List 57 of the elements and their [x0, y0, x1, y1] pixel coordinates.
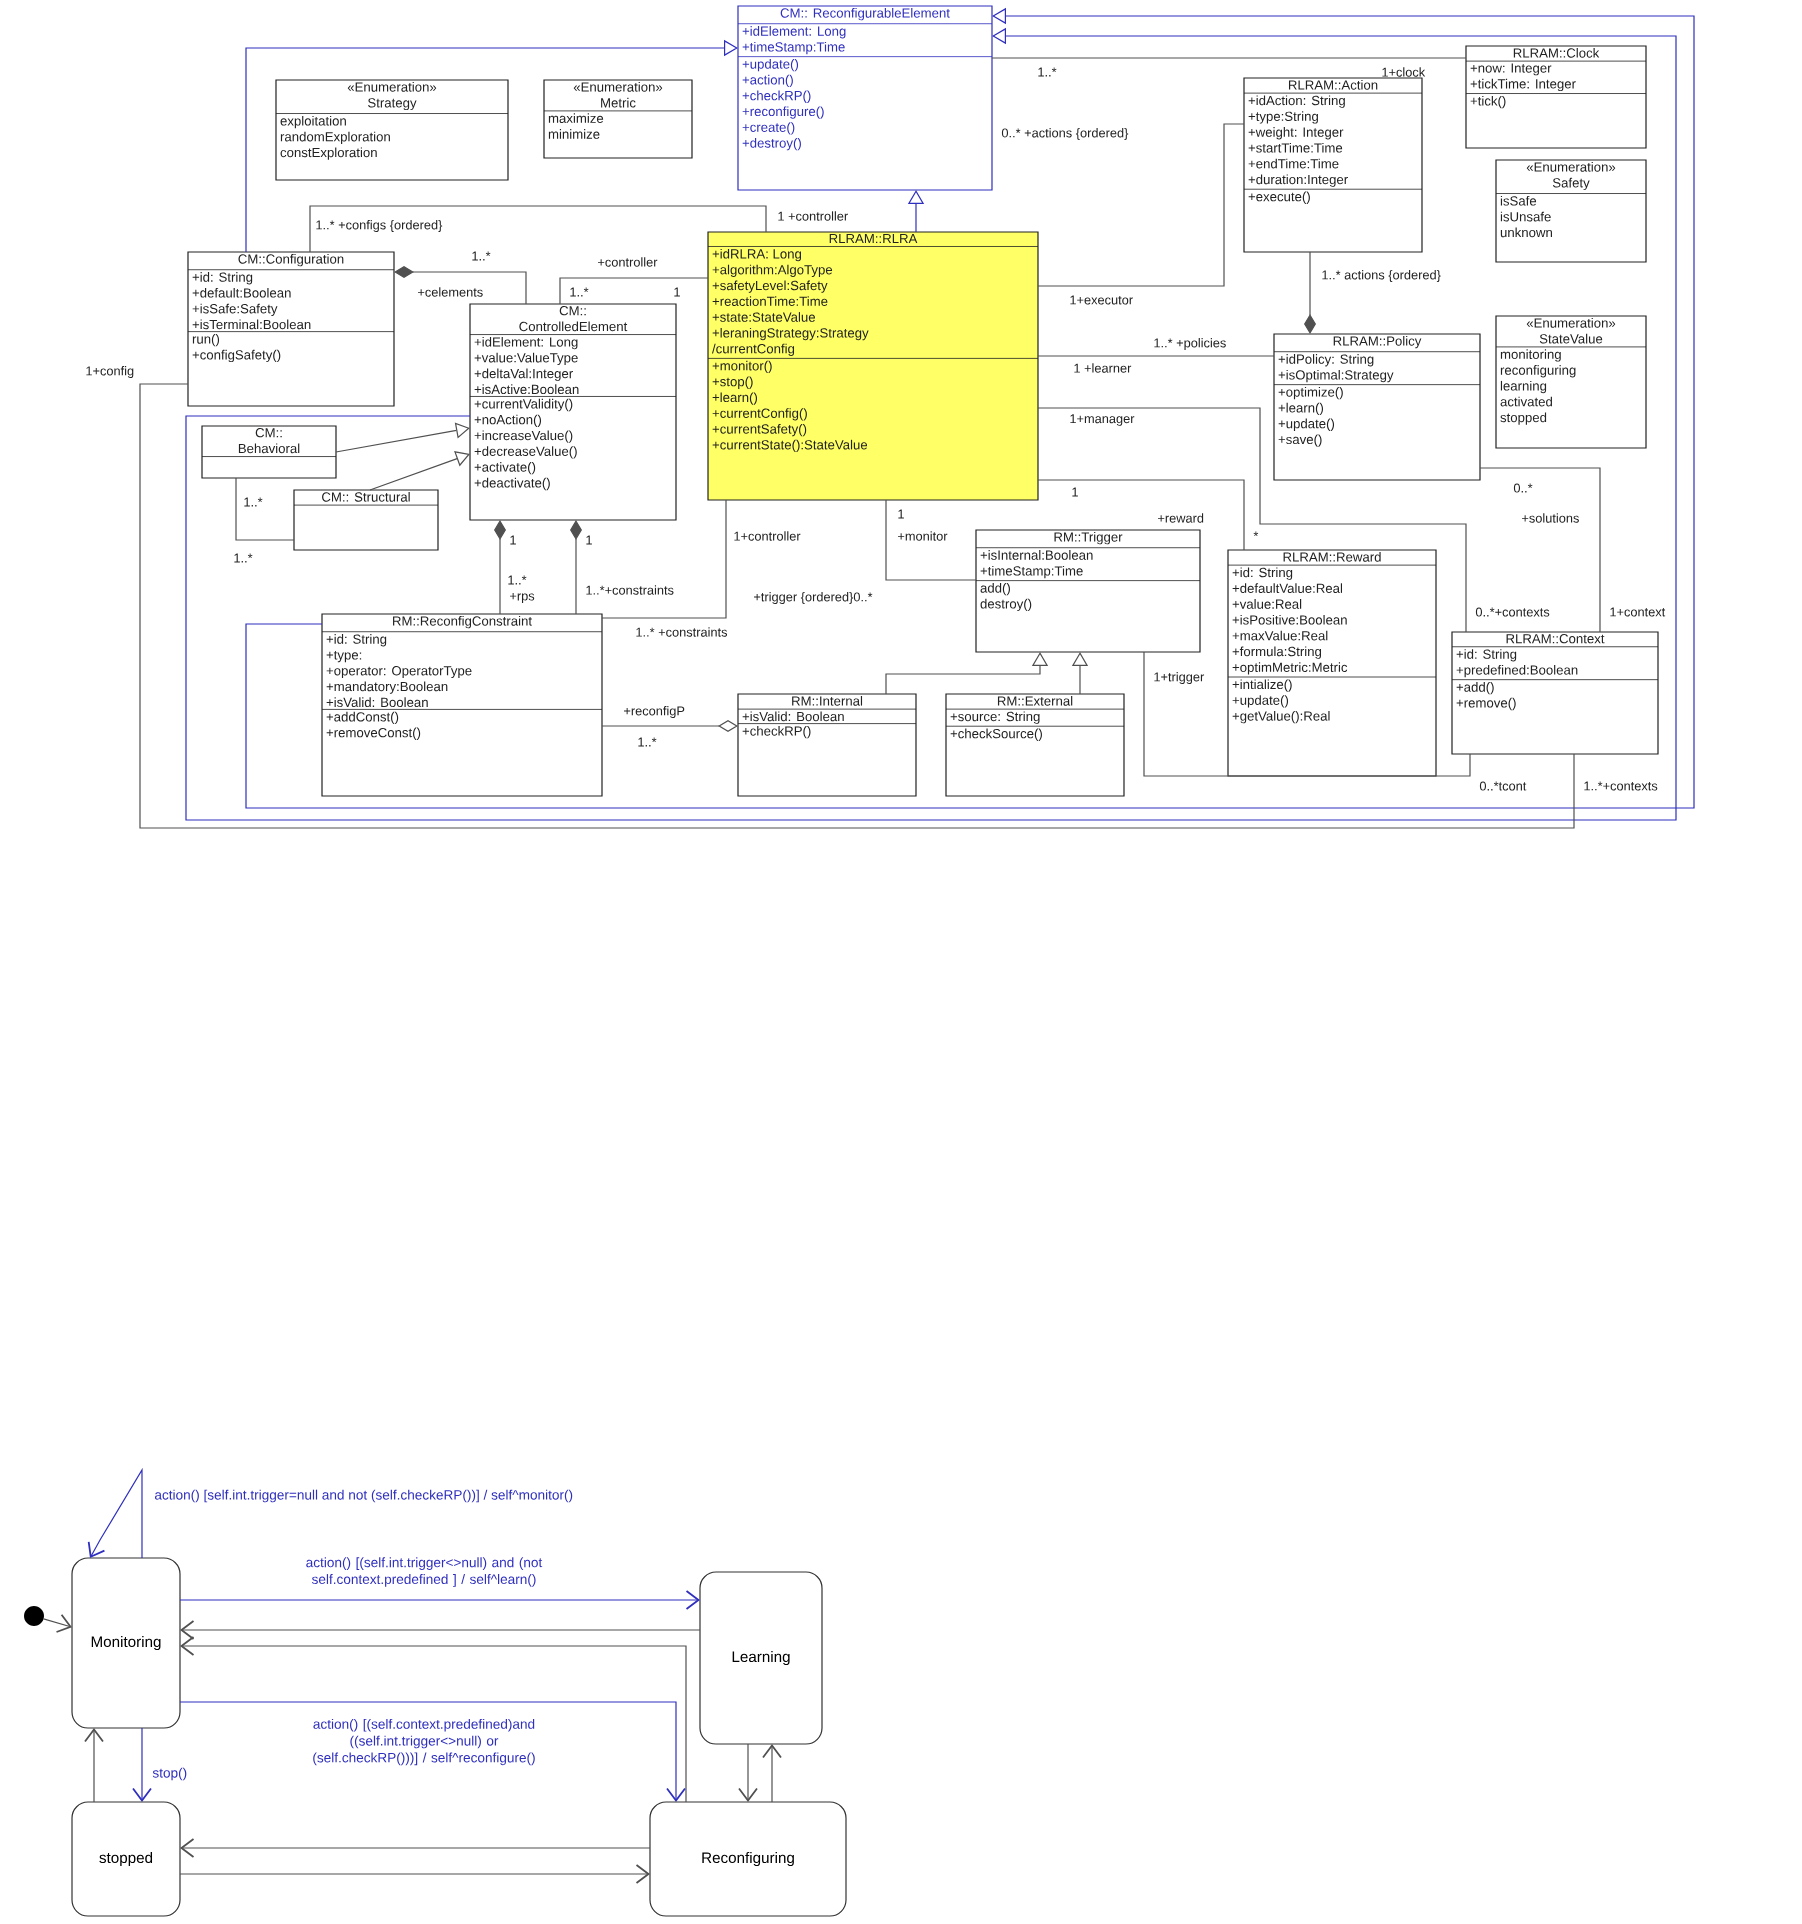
transition-arrow — [43, 1613, 72, 1633]
transition-arrow — [180, 1636, 687, 1803]
association-line — [1143, 651, 1471, 777]
class-box — [737, 693, 917, 797]
composition-line — [570, 520, 582, 615]
class-box — [1495, 315, 1647, 449]
state-box — [699, 1571, 823, 1745]
generalization-arrow — [245, 39, 738, 253]
state-box — [71, 1557, 181, 1729]
class-box — [1495, 159, 1647, 263]
association-line — [1479, 467, 1601, 633]
class-box — [1451, 631, 1659, 755]
transition-arrow — [179, 1590, 700, 1610]
class-box — [1273, 333, 1481, 481]
class-box — [187, 251, 395, 407]
composition-line — [494, 520, 506, 615]
transition-arrow — [738, 1743, 758, 1802]
composition-line — [1304, 251, 1316, 334]
association-line — [991, 57, 1467, 59]
class-box — [1227, 549, 1437, 777]
composition-line — [394, 266, 527, 305]
association-line — [309, 205, 767, 253]
class-box — [975, 529, 1201, 653]
transition-arrow — [179, 1701, 686, 1802]
aggregation-line — [601, 720, 738, 732]
association-line — [1037, 407, 1467, 633]
class-box — [707, 231, 1039, 501]
association-line — [139, 383, 1575, 829]
transition-arrow — [84, 1728, 104, 1803]
initial-state — [24, 1606, 44, 1626]
class-box — [1465, 45, 1647, 149]
transition-arrow — [762, 1744, 782, 1803]
state-box — [71, 1801, 181, 1917]
transition-arrow — [180, 1620, 701, 1640]
class-box — [469, 303, 677, 521]
class-box — [543, 79, 693, 159]
transition-arrow — [132, 1727, 152, 1802]
association-line — [1037, 479, 1245, 551]
generalization-arrow — [369, 451, 470, 491]
class-box — [321, 613, 603, 797]
transition-arrow — [87, 1467, 143, 1559]
association-line — [1037, 355, 1275, 357]
generalization-arrow — [335, 422, 470, 453]
class-box — [1243, 77, 1423, 253]
association-line — [559, 277, 709, 305]
state-box — [649, 1801, 847, 1917]
class-box — [945, 693, 1125, 797]
class-box — [293, 489, 439, 551]
class-box — [201, 425, 337, 479]
class-box — [737, 5, 993, 191]
association-line — [235, 477, 295, 541]
transition-arrow — [180, 1838, 651, 1858]
association-line — [601, 499, 727, 619]
association-line — [885, 499, 977, 581]
transition-arrow — [179, 1864, 650, 1884]
association-line — [1037, 123, 1245, 287]
class-box — [275, 79, 509, 181]
